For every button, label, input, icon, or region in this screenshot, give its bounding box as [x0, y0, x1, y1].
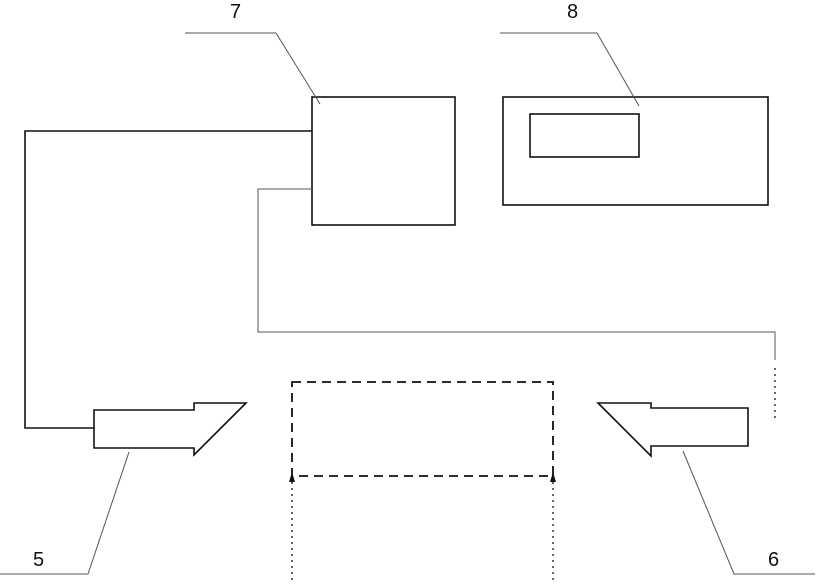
- measurement-zone: [291, 381, 554, 477]
- leader-line-7: [185, 32, 321, 105]
- display-screen: [529, 113, 640, 158]
- leader-line-6: [682, 450, 815, 575]
- leader-line-5: [0, 451, 130, 575]
- label-7: 7: [230, 1, 241, 23]
- cable-to-left-probe: [24, 130, 312, 429]
- label-6: 6: [768, 549, 779, 571]
- cable-to-right-probe: [257, 188, 776, 360]
- guide-arrow-left: [289, 472, 295, 482]
- label-5: 5: [33, 549, 44, 571]
- right-probe: [596, 402, 749, 458]
- label-8: 8: [567, 1, 578, 23]
- left-probe: [93, 402, 248, 457]
- display-unit-box: [502, 96, 769, 206]
- guide-arrow-right: [550, 472, 556, 482]
- leader-line-8: [500, 32, 640, 107]
- controller-box: [311, 96, 456, 226]
